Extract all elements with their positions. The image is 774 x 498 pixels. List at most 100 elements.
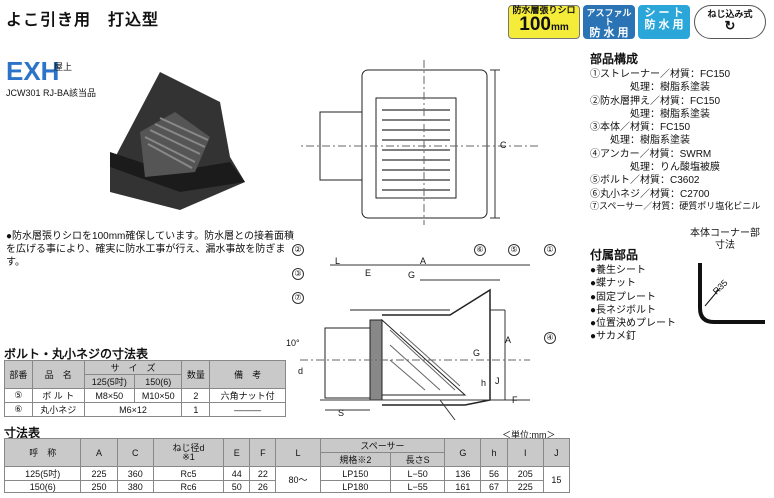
parts-line: ⑦スペーサー／材質：硬質ポリ塩化ビニル xyxy=(590,200,761,211)
dim-col-spacer-spec: 規格※2 xyxy=(319,452,391,467)
accessory-item: ●蝶ナット xyxy=(590,278,637,290)
cell: 380 xyxy=(116,480,154,493)
parts-line: ④アンカー／材質：SWRM xyxy=(590,148,712,160)
accessory-item: ●サカメ釘 xyxy=(590,331,637,343)
dim-label-s: S xyxy=(338,408,345,418)
dim-col-c: C xyxy=(116,438,154,467)
callout-3: ③ xyxy=(292,268,304,280)
bolt-col-remark: 備 考 xyxy=(209,360,286,389)
table-row: 150(6) 250 380 Rc6 50 26 LP180 L−55 161 … xyxy=(3,480,570,493)
cell: 22 xyxy=(249,466,277,481)
dim-col-i: I xyxy=(506,438,544,467)
bolt-col-part: 部番 xyxy=(4,360,33,389)
dim-col-l: L xyxy=(275,438,321,467)
cell: 136 xyxy=(444,466,482,481)
cell: M10×50 xyxy=(134,388,183,403)
cell: L−50 xyxy=(389,466,446,481)
parts-line: 処理：樹脂系塗装 xyxy=(590,135,690,147)
cell: M8×50 xyxy=(83,388,136,403)
dim-col-j: J xyxy=(542,438,571,467)
badge-sheet: シ ー ト 防 水 用 xyxy=(638,5,690,39)
cell: LP180 xyxy=(319,480,391,493)
dim-col-f: F xyxy=(249,438,277,467)
bolt-col-size: サ イ ズ xyxy=(83,360,183,375)
badge-membrane-margin: 防水層張りシロ 100mm xyxy=(508,5,580,39)
parts-list: 部品構成 ①ストレーナー／材質：FC150 処理：樹脂系塗装 ②防水層押え／材質… xyxy=(590,52,760,213)
install-location: 屋上 xyxy=(54,62,73,72)
badge-screw-label: ねじ込み式 xyxy=(707,9,753,19)
bolt-col-size-125: 125(5吋) xyxy=(83,374,136,389)
cell: 225 xyxy=(506,480,544,493)
cell: 44 xyxy=(223,466,251,481)
dim-label-g: G xyxy=(408,270,416,280)
cell: Rc6 xyxy=(152,480,225,493)
cell: ⑤ xyxy=(4,388,33,403)
corner-label-line2: 寸法 xyxy=(715,239,735,251)
dim-label-f: F xyxy=(512,395,518,405)
cell: 1 xyxy=(181,402,211,417)
parts-line: ⑥丸小ネジ／材質：C2700 xyxy=(590,188,710,200)
cell: ⑥ xyxy=(4,402,33,417)
cell: 丸小ネジ xyxy=(31,402,85,417)
cell: 50 xyxy=(223,480,251,493)
corner-detail-label: 本体コーナー部 寸法 xyxy=(690,228,760,251)
dim-col-a: A xyxy=(80,438,118,467)
parts-line: 処理：りん酸塩被膜 xyxy=(590,162,720,174)
unit-note: ＜単位:mm＞ xyxy=(502,430,556,440)
cell: 360 xyxy=(116,466,154,481)
cell: L−55 xyxy=(389,480,446,493)
dim-col-e: E xyxy=(223,438,251,467)
cell: 250 xyxy=(80,480,118,493)
cell: 56 xyxy=(480,466,508,481)
standard-note: JCW301 RJ-BA該当品 xyxy=(6,88,97,98)
dim-label-l: L xyxy=(335,256,341,266)
callout-5: ⑤ xyxy=(508,244,520,256)
parts-heading: 部品構成 xyxy=(590,52,639,66)
dim-label-angle: 10° xyxy=(286,338,300,348)
cell: 161 xyxy=(444,480,482,493)
dim-col-h: h xyxy=(480,438,508,467)
parts-line: ⑤ボルト／材質：C3602 xyxy=(590,175,700,187)
accessory-item: ●養生シート xyxy=(590,264,647,276)
cell: Rc5 xyxy=(152,466,225,481)
top-view-drawing xyxy=(300,60,540,225)
dim-col-name: 呼 称 xyxy=(3,438,82,467)
cell: 2 xyxy=(181,388,211,403)
bolt-table-heading: ボルト・丸小ネジの寸法表 xyxy=(4,347,149,361)
dim-col-spacer-len: 長さS xyxy=(389,452,446,467)
accessory-item: ●固定プレート xyxy=(590,291,657,303)
badge-sheet-line2: 防 水 用 xyxy=(644,18,684,31)
product-photo xyxy=(110,72,245,210)
cell: 125(5吋) xyxy=(3,466,82,481)
cell: 六角ナット付 xyxy=(209,388,286,403)
bolt-col-qty: 数量 xyxy=(181,360,211,389)
corner-detail-drawing xyxy=(698,263,765,324)
parts-line: ③本体／材質：FC150 xyxy=(590,122,691,134)
accessory-heading: 付属部品 xyxy=(590,248,639,262)
cell: M6×12 xyxy=(83,402,183,417)
callout-7: ⑦ xyxy=(292,292,304,304)
cell: ――― xyxy=(209,402,286,417)
dim-label-d: d xyxy=(298,366,304,376)
table-row: ⑥ 丸小ネジ M6×12 1 ――― xyxy=(4,402,286,417)
callout-4: ④ xyxy=(544,332,556,344)
dim-label-c: C xyxy=(500,140,507,150)
cell: 205 xyxy=(506,466,544,481)
product-description: ●防水層張りシロを100mm確保しています。防水層との接着面積を広げる事により、… xyxy=(6,231,294,268)
parts-line: ②防水層押え／材質：FC150 xyxy=(590,95,721,107)
callout-6: ⑥ xyxy=(474,244,486,256)
badge-membrane-label: 防水層張りシロ xyxy=(512,5,576,15)
dim-label-g-vert: G xyxy=(473,348,481,358)
model-code: EXH xyxy=(6,56,60,86)
accessory-item: ●位置決めプレート xyxy=(590,318,677,330)
badge-asphalt-line1: アスファルト xyxy=(586,8,632,28)
parts-line: 処理：樹脂系塗装 xyxy=(590,82,710,94)
corner-label-line1: 本体コーナー部 xyxy=(690,228,760,239)
cell: LP150 xyxy=(319,466,391,481)
badge-asphalt: アスファルト 防 水 用 xyxy=(583,5,635,39)
parts-line: 処理：樹脂系塗装 xyxy=(590,108,710,120)
screw-rotate-icon: ↻ xyxy=(724,18,736,34)
dim-col-g: G xyxy=(444,438,482,467)
dim-label-e: E xyxy=(365,268,372,278)
cell: 15 xyxy=(542,466,571,493)
